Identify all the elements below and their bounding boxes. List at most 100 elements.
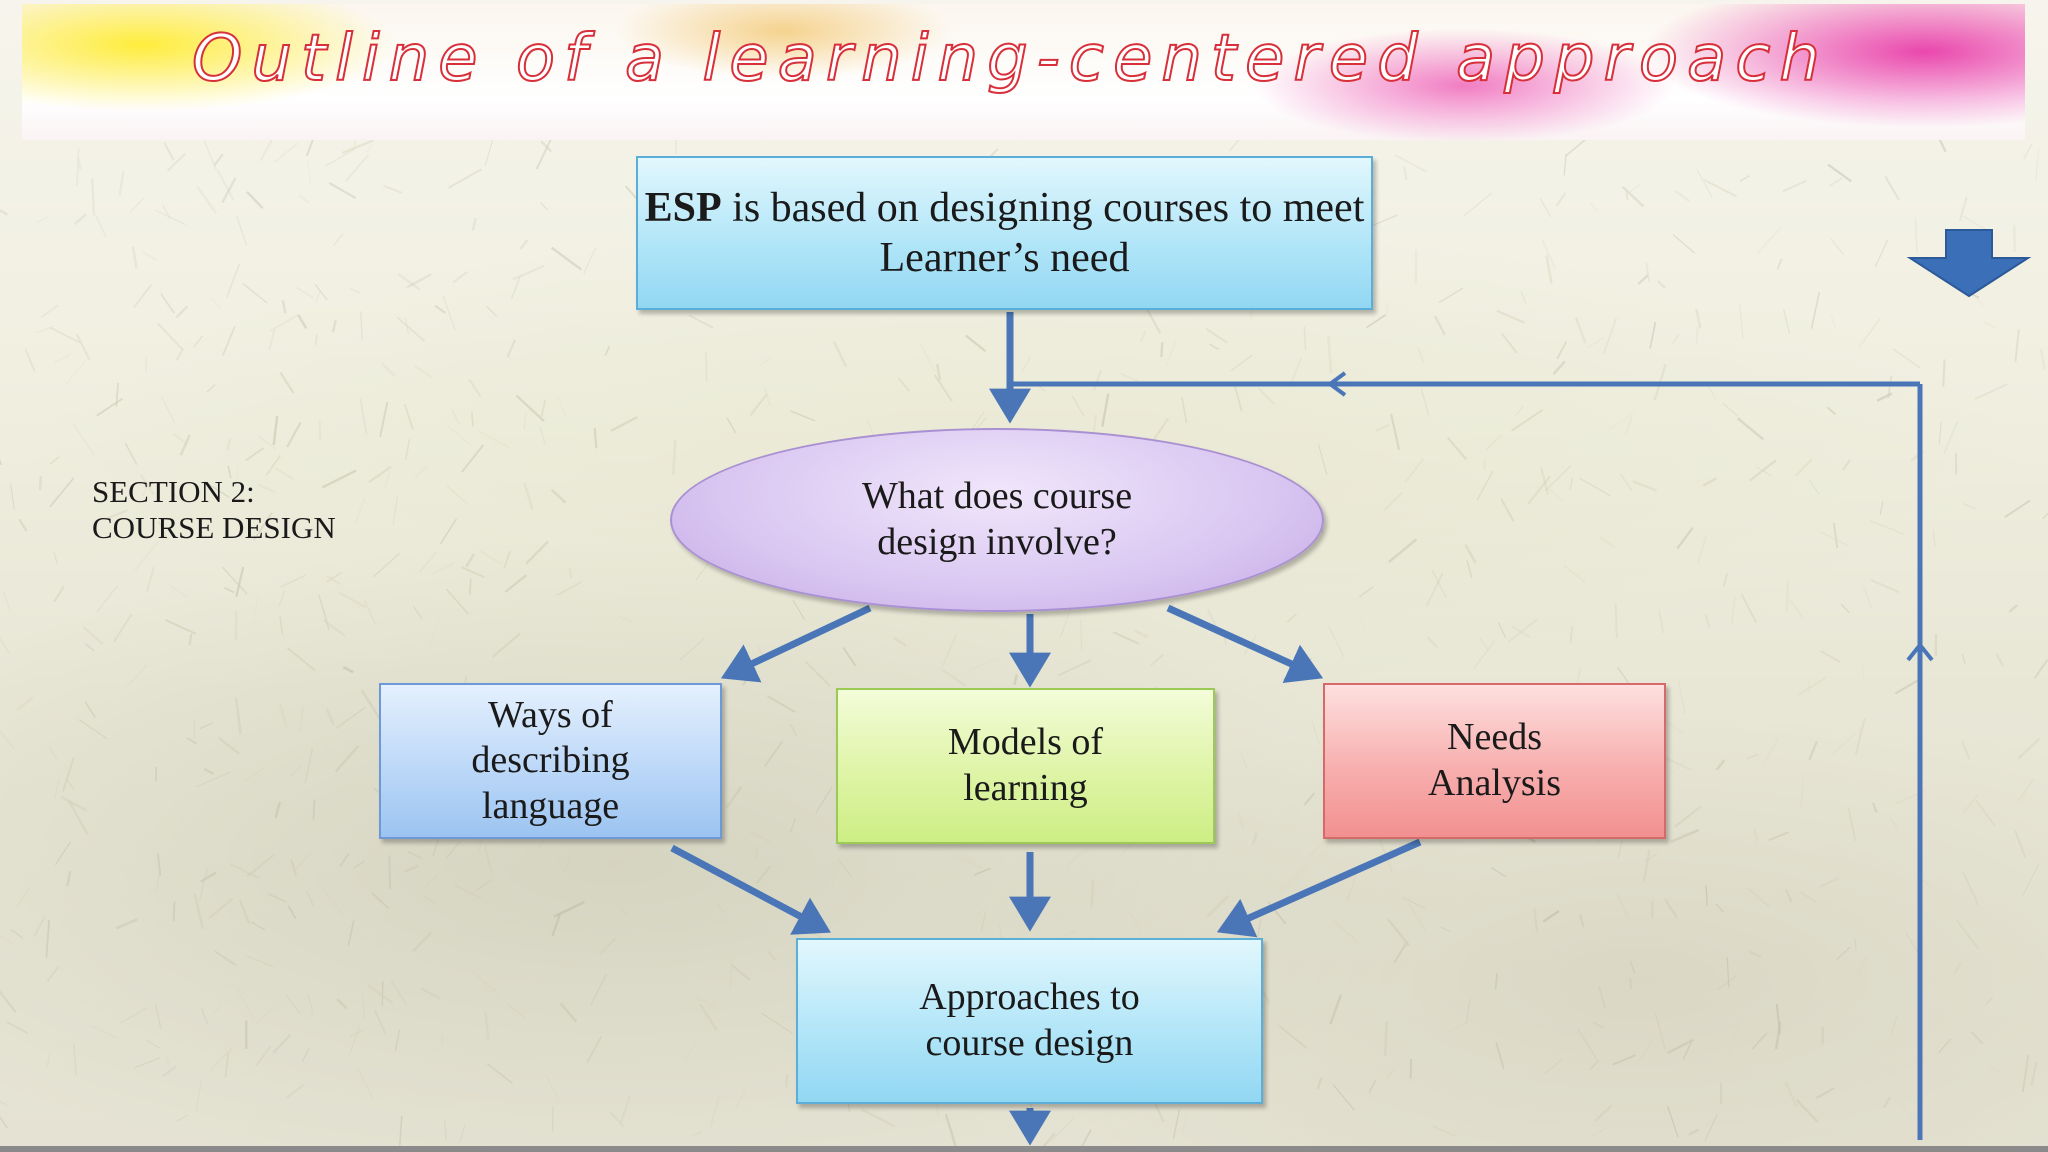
grass-blade — [767, 695, 796, 713]
grass-blade — [156, 322, 184, 351]
grass-blade — [1782, 179, 1807, 193]
grass-blade — [1150, 654, 1164, 666]
grass-blade — [1761, 738, 1780, 766]
grass-blade — [1746, 753, 1759, 760]
grass-blade — [203, 767, 215, 775]
grass-blade — [1983, 321, 1997, 329]
grass-blade — [1884, 175, 1900, 201]
grass-blade — [586, 1036, 602, 1064]
grass-blade — [242, 766, 267, 783]
grass-blade — [342, 665, 354, 674]
grass-blade — [166, 152, 187, 172]
grass-blade — [397, 272, 421, 291]
grass-blade — [1995, 652, 2004, 667]
grass-blade — [1420, 388, 1430, 416]
grass-blade — [1962, 794, 1979, 814]
grass-blade — [535, 138, 552, 170]
grass-blade — [1133, 629, 1149, 639]
grass-blade — [1984, 997, 1994, 1006]
grass-blade — [133, 284, 152, 308]
grass-blade — [1495, 1042, 1505, 1070]
grass-blade — [1590, 1126, 1609, 1137]
grass-blade — [366, 143, 374, 154]
grass-blade — [468, 578, 472, 595]
grass-blade — [16, 696, 34, 712]
grass-blade — [448, 168, 482, 189]
grass-blade — [1389, 413, 1401, 451]
grass-blade — [1394, 154, 1427, 173]
grass-blade — [1431, 570, 1447, 599]
grass-blade — [332, 233, 344, 247]
grass-blade — [1464, 544, 1477, 564]
grass-blade — [1358, 620, 1366, 630]
grass-blade — [2017, 778, 2035, 803]
grass-blade — [1789, 599, 1804, 619]
course-design-question-ellipse: What does course design involve? — [670, 428, 1324, 612]
approaches-to-course-design-box: Approaches to course design — [796, 938, 1263, 1104]
grass-blade — [583, 247, 597, 275]
grass-blade — [1670, 828, 1700, 843]
grass-blade — [709, 1095, 721, 1128]
grass-blade — [193, 893, 205, 930]
grass-blade — [458, 1125, 466, 1143]
grass-blade — [440, 1034, 444, 1046]
grass-blade — [544, 1074, 561, 1103]
grass-blade — [272, 415, 279, 446]
grass-blade — [1704, 614, 1711, 629]
grass-blade — [48, 746, 58, 760]
grass-blade — [1882, 1096, 1892, 1109]
grass-blade — [1510, 625, 1531, 639]
grass-blade — [373, 1009, 387, 1035]
grass-blade — [446, 485, 469, 505]
grass-blade — [2, 591, 11, 612]
grass-blade — [523, 482, 534, 511]
section-label-line2: COURSE DESIGN — [92, 509, 336, 545]
grass-blade — [758, 356, 772, 367]
grass-blade — [62, 757, 75, 792]
grass-blade — [764, 387, 771, 407]
grass-blade — [162, 1065, 177, 1077]
grass-blade — [321, 469, 357, 489]
grass-blade — [1702, 477, 1718, 487]
grass-blade — [1671, 333, 1681, 345]
grass-blade — [360, 311, 363, 341]
grass-blade — [0, 209, 8, 216]
grass-blade — [965, 334, 987, 353]
grass-blade — [326, 571, 343, 583]
grass-blade — [328, 182, 357, 199]
grass-blade — [213, 950, 237, 966]
grass-blade — [226, 263, 241, 298]
grass-blade — [1617, 840, 1623, 858]
grass-blade — [352, 138, 357, 151]
grass-blade — [1239, 749, 1249, 770]
grass-blade — [1784, 1081, 1798, 1108]
grass-blade — [1602, 318, 1618, 355]
grass-blade — [203, 480, 230, 498]
grass-blade — [1717, 974, 1738, 991]
grass-blade — [515, 394, 545, 423]
grass-blade — [169, 585, 188, 599]
grass-blade — [325, 708, 335, 725]
grass-blade — [1649, 321, 1657, 349]
grass-blade — [1540, 467, 1550, 495]
grass-blade — [471, 217, 478, 231]
grass-blade — [1370, 214, 1398, 227]
grass-blade — [349, 288, 361, 294]
grass-blade — [265, 455, 282, 476]
esp-bold-term: ESP — [644, 184, 722, 231]
grass-blade — [1730, 596, 1737, 624]
grass-blade — [383, 184, 403, 194]
grass-blade — [65, 358, 89, 385]
grass-blade — [175, 305, 189, 319]
grass-blade — [226, 438, 232, 451]
grass-blade — [53, 353, 71, 364]
grass-blade — [1446, 1016, 1476, 1034]
grass-blade — [1795, 1099, 1819, 1123]
grass-blade — [371, 892, 390, 910]
grass-blade — [246, 955, 274, 968]
grass-blade — [1328, 626, 1345, 658]
grass-blade — [1230, 354, 1253, 372]
grass-blade — [1961, 653, 1966, 665]
approaches-text: Approaches to course design — [919, 976, 1140, 1064]
grass-blade — [221, 566, 248, 595]
